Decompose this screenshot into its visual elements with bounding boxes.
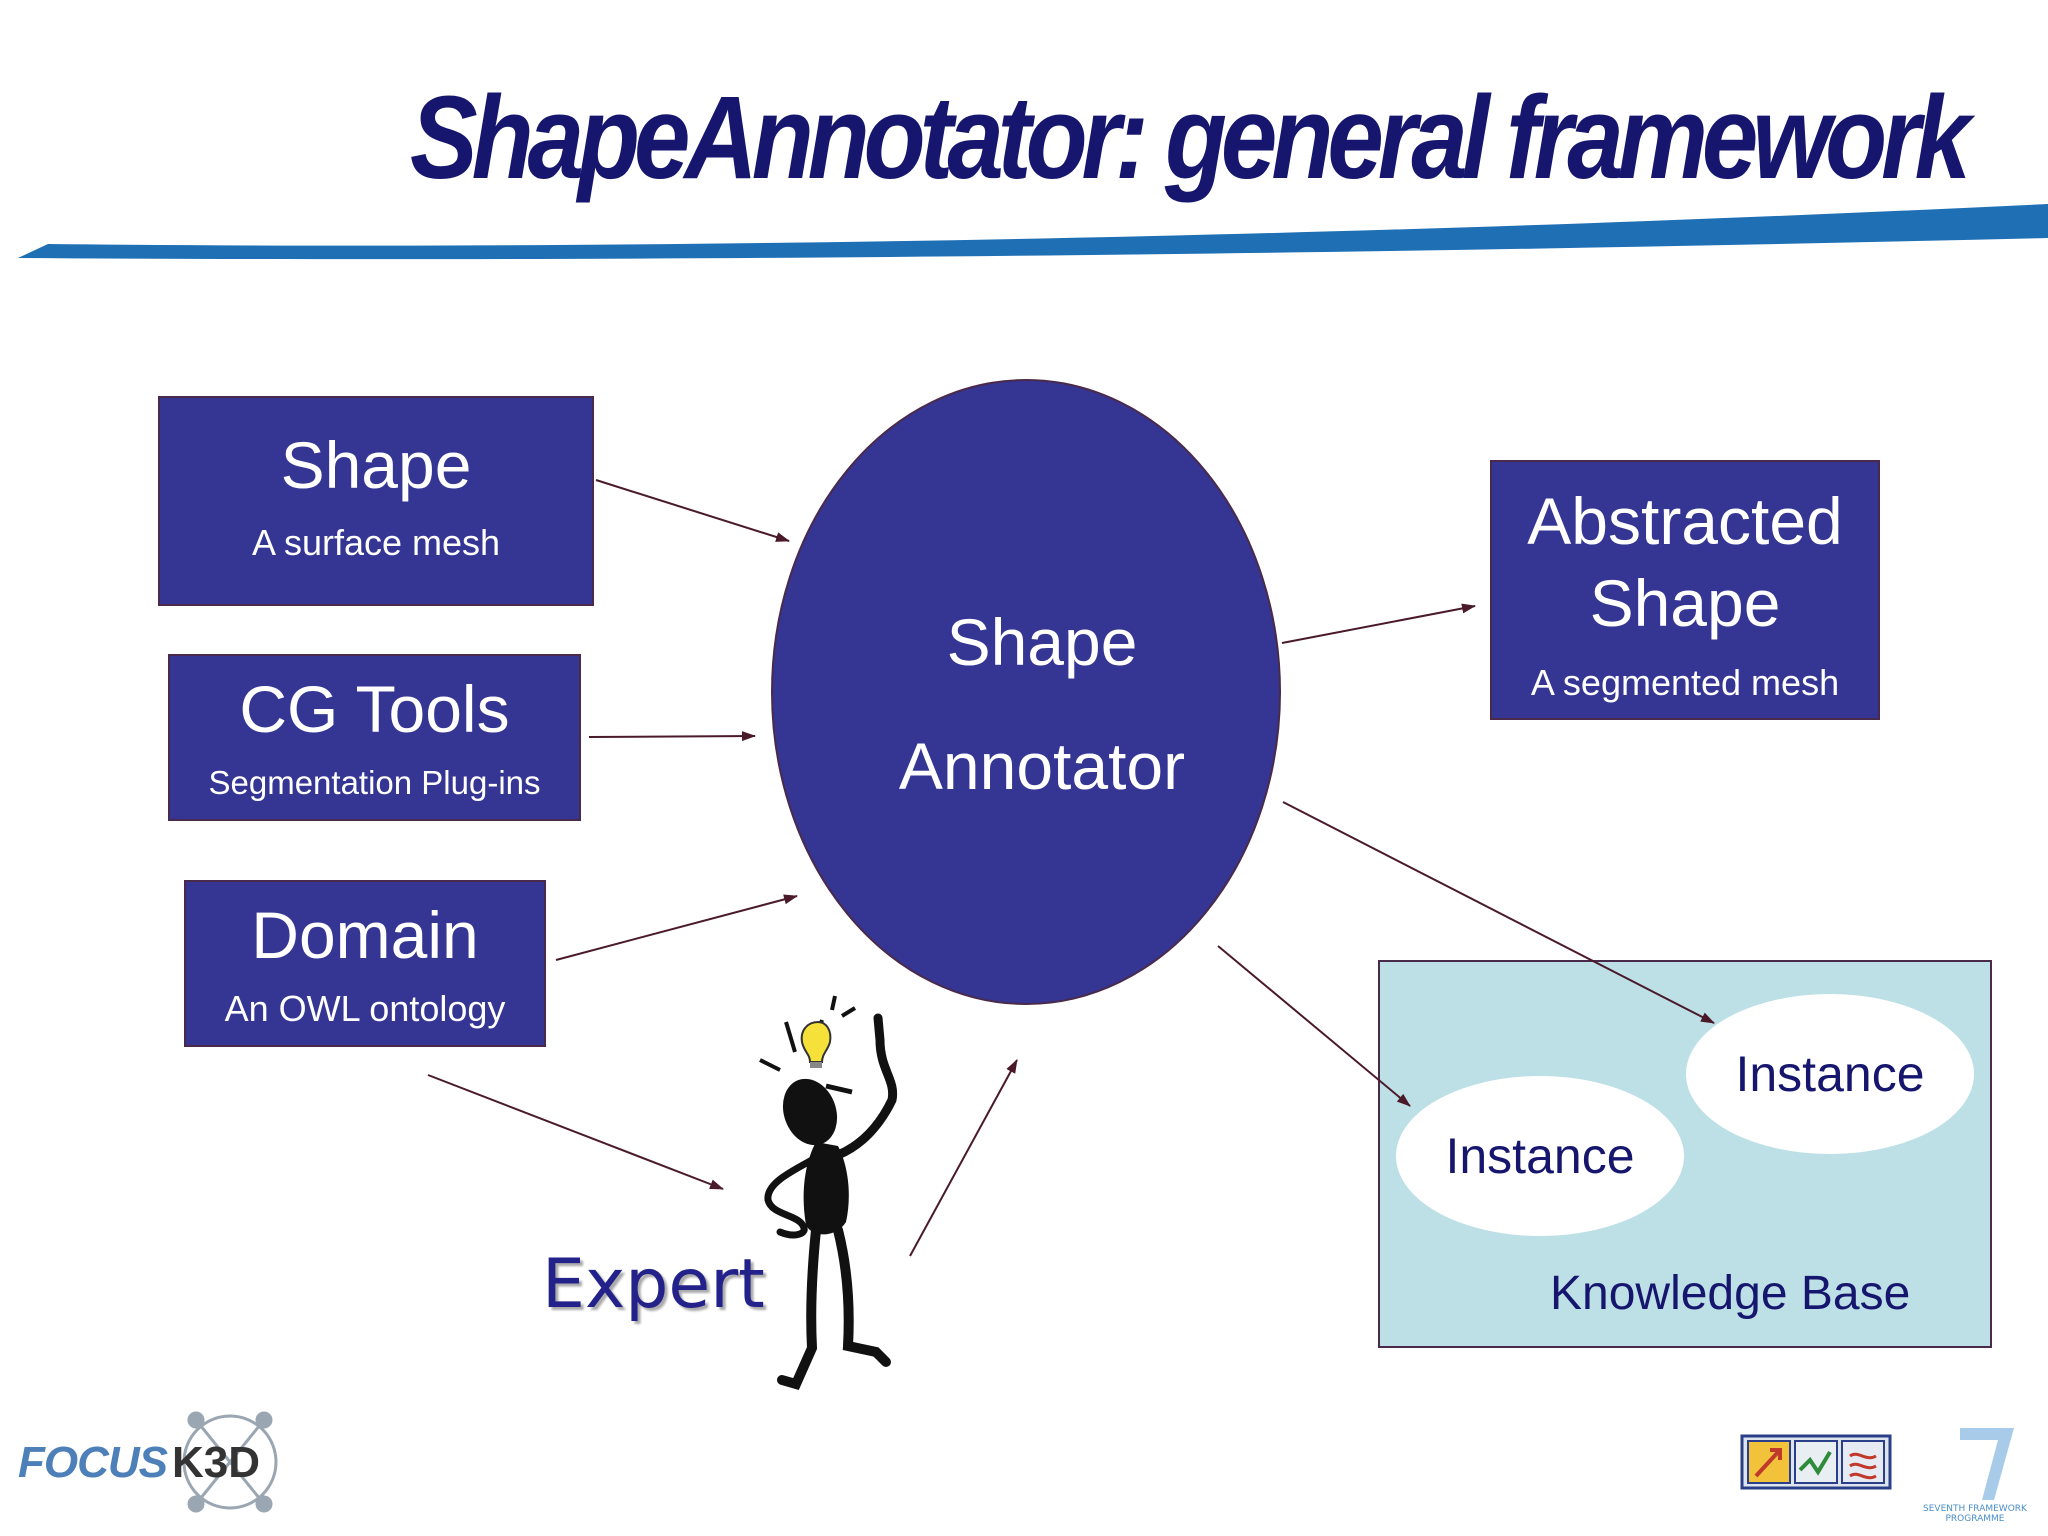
abstracted-shape-box: Abstracted Shape A segmented mesh bbox=[1490, 460, 1880, 720]
expert-label: Expert bbox=[542, 1245, 765, 1324]
expert-figure bbox=[759, 995, 898, 1391]
slide-title: ShapeAnnotator: general framework bbox=[410, 72, 1971, 204]
fp7-seven-logo bbox=[1960, 1428, 2014, 1500]
instance-ellipse-left: Instance bbox=[1396, 1076, 1684, 1236]
expert-raised-arm bbox=[833, 1013, 898, 1160]
shape-input-box: Shape A surface mesh bbox=[158, 396, 594, 606]
shape-box-subtitle: A surface mesh bbox=[251, 521, 501, 563]
title-swoosh bbox=[18, 204, 2048, 260]
shape-box-title: Shape bbox=[280, 428, 472, 502]
arrow-domain-to-expert bbox=[427, 1074, 724, 1190]
abstracted-shape-subtitle: A segmented mesh bbox=[1530, 662, 1840, 703]
expert-right-leg bbox=[833, 1225, 891, 1367]
expert-body bbox=[803, 1142, 849, 1235]
arrow-annotator-to-abstracted-shape bbox=[1281, 603, 1476, 644]
lightbulb-base bbox=[810, 1062, 822, 1068]
focus-logo-text: FOCUS bbox=[18, 1438, 168, 1487]
partner-logo bbox=[1740, 1434, 1892, 1490]
fp7-caption-line1: SEVENTH FRAMEWORK bbox=[1923, 1504, 2027, 1514]
fp7-caption-line2: PROGRAMME bbox=[1945, 1514, 2005, 1524]
abstracted-shape-title-line2: Shape bbox=[1589, 566, 1781, 640]
arrow-domain-to-annotator bbox=[555, 894, 798, 961]
instance-label-left: Instance bbox=[1445, 1128, 1635, 1184]
expert-left-leg bbox=[777, 1225, 821, 1391]
annotator-label-line2: Annotator bbox=[898, 729, 1186, 803]
shape-annotator-ellipse bbox=[771, 379, 1281, 1005]
cg-tools-box-subtitle: Segmentation Plug-ins bbox=[208, 763, 541, 801]
cg-tools-input-box: CG Tools Segmentation Plug-ins bbox=[168, 654, 581, 821]
expert-hip-arm bbox=[764, 1156, 816, 1239]
arrow-expert-to-annotator bbox=[909, 1059, 1018, 1257]
flow-arrows bbox=[427, 479, 1715, 1257]
instance-label-right: Instance bbox=[1735, 1046, 1925, 1102]
arrow-annotator-to-instance-right bbox=[1282, 801, 1715, 1024]
annotator-label-line1: Shape bbox=[946, 605, 1138, 679]
arrow-shape-to-annotator bbox=[595, 479, 790, 542]
lightbulb-icon bbox=[800, 1020, 832, 1063]
fp7-logo-caption: SEVENTH FRAMEWORK PROGRAMME bbox=[1912, 1504, 2038, 1524]
domain-box-subtitle: An OWL ontology bbox=[224, 987, 506, 1029]
expert-head bbox=[782, 1078, 838, 1146]
arrow-cgtools-to-annotator bbox=[588, 731, 756, 742]
k3d-logo-text: K3D bbox=[172, 1438, 261, 1487]
cg-tools-box-title: CG Tools bbox=[239, 672, 510, 746]
k3d-molecule-logo bbox=[182, 1411, 278, 1513]
arrow-annotator-to-instance-left bbox=[1217, 945, 1411, 1107]
instance-ellipse-right: Instance bbox=[1686, 994, 1974, 1154]
abstracted-shape-title-line1: Abstracted bbox=[1527, 484, 1843, 558]
domain-box-title: Domain bbox=[251, 898, 479, 972]
domain-input-box: Domain An OWL ontology bbox=[184, 880, 546, 1047]
knowledge-base-label: Knowledge Base bbox=[1550, 1267, 1911, 1320]
